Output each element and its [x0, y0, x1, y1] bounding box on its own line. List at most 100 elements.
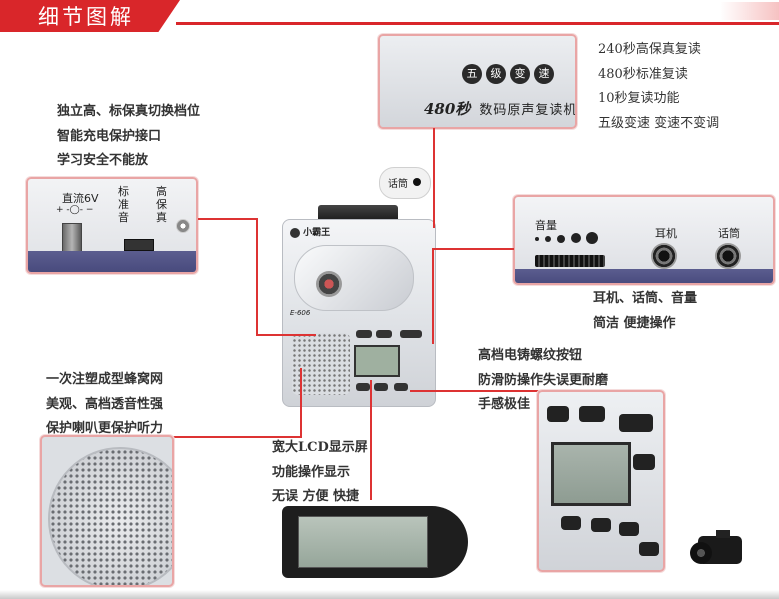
detail-button[interactable]: [633, 454, 655, 470]
mode-char: 真: [156, 211, 167, 224]
callout-line: 五级变速 变速不变调: [598, 115, 720, 131]
slogan-number: 480秒: [424, 100, 471, 118]
callout-jack-features: 耳机、话筒、音量 简洁 便捷操作: [593, 287, 697, 336]
volume-level-dot: [545, 236, 551, 242]
connector-line: [172, 436, 302, 438]
jack-detail-box: 音量 耳机 话筒: [513, 195, 775, 285]
slogan: 480秒 数码原声复读机: [424, 98, 577, 119]
header-glow: [720, 2, 779, 20]
callout-line: 宽大LCD显示屏: [272, 440, 368, 455]
device-button[interactable]: [394, 383, 408, 391]
headphone-jack-icon: [651, 243, 677, 269]
callout-button-features: 高档电铸螺纹按钮 防滑防操作失误更耐磨 手感极佳: [478, 344, 608, 418]
connector-line: [300, 368, 302, 438]
brand-mark-icon: [290, 227, 300, 238]
detail-button[interactable]: [561, 516, 581, 530]
footer-strip: [0, 590, 779, 599]
device-button[interactable]: [376, 330, 392, 338]
headphone-label: 耳机: [655, 227, 677, 240]
device-model: E-606: [290, 309, 311, 317]
detail-lcd: [551, 442, 631, 506]
callout-line: 学习安全不能放: [57, 153, 149, 168]
polarity-label: + -◯- −: [56, 205, 94, 215]
camera-lens: [690, 542, 712, 564]
callout-line: 保护喇叭更保护听力: [46, 421, 164, 436]
detail-button[interactable]: [619, 414, 653, 432]
mode-hifi-label: 高 保 真: [156, 185, 168, 224]
callout-speaker-features: 一次注塑成型蜂窝网 美观、高档透音性强 保护喇叭更保护听力: [46, 368, 163, 442]
callout-line: 功能操作显示: [272, 464, 351, 480]
volume-label: 音量: [535, 219, 557, 232]
detail-button[interactable]: [639, 542, 659, 556]
cassette-window: [294, 245, 414, 311]
callout-line: 智能充电保护接口: [57, 128, 162, 144]
volume-level-dot: [571, 233, 581, 243]
callout-lcd-features: 宽大LCD显示屏 功能操作显示 无误 方便 快捷: [272, 436, 368, 510]
detail-button[interactable]: [547, 406, 569, 422]
volume-level-dot: [557, 235, 565, 243]
callout-line: 无误 方便 快捷: [272, 489, 360, 504]
callout-line: 10秒复读功能: [598, 91, 680, 106]
connector-line: [256, 334, 316, 336]
screw-icon: [176, 219, 190, 233]
camera-icon: [690, 528, 750, 572]
mode-char: 保: [156, 198, 167, 211]
callout-recording-features: 240秒高保真复读 480秒标准复读 10秒复读功能 五级变速 变速不变调: [598, 38, 719, 136]
page-title: 细节图解: [38, 5, 134, 29]
badge-char: 五: [462, 64, 482, 84]
callout-line: 简洁 便捷操作: [593, 315, 676, 331]
mic-jack-label: 话筒: [718, 227, 740, 240]
label-detail-box: 五 级 变 速 480秒 数码原声复读机: [378, 34, 577, 129]
callout-line: 美观、高档透音性强: [46, 396, 164, 412]
detail-button[interactable]: [579, 406, 605, 422]
callout-line: 独立高、标保真切换档位: [57, 104, 201, 119]
mode-standard-label: 标 准 音: [118, 185, 130, 224]
volume-wheel[interactable]: [535, 255, 605, 267]
mode-char: 音: [118, 211, 129, 224]
buttons-detail-box: [537, 390, 665, 572]
callout-line: 一次注塑成型蜂窝网: [46, 372, 164, 387]
mode-char: 准: [118, 198, 129, 211]
reel-icon: [316, 271, 342, 297]
power-panel-base: [28, 251, 196, 272]
header-bar: 细节图解: [0, 0, 779, 32]
slogan-text: 数码原声复读机: [479, 103, 577, 118]
connector-line: [433, 128, 435, 228]
mode-switch[interactable]: [124, 239, 154, 251]
header-rule: [176, 22, 779, 25]
callout-line: 手感极佳: [478, 397, 531, 412]
callout-line: 480秒标准复读: [598, 66, 688, 82]
connector-line: [370, 380, 372, 500]
mic-hole-icon: [413, 178, 421, 186]
power-label: 直流6V: [62, 192, 99, 205]
lcd-detail-screen: [298, 516, 428, 568]
lcd-screen: [354, 345, 400, 377]
device-button[interactable]: [374, 383, 388, 391]
badge-char: 变: [510, 64, 530, 84]
connector-line: [410, 390, 540, 392]
badge-char: 级: [486, 64, 506, 84]
speed-badge: 五 级 变 速: [462, 64, 554, 84]
callout-line: 240秒高保真复读: [598, 42, 701, 57]
mode-char: 高: [156, 185, 167, 198]
callout-line: 防滑防操作失误更耐磨: [478, 372, 609, 388]
jack-panel-base: [515, 269, 773, 283]
device-button[interactable]: [356, 383, 370, 391]
lcd-detail: [282, 506, 468, 578]
mic-jack-icon: [715, 243, 741, 269]
mode-char: 标: [118, 185, 129, 198]
power-detail-box: 直流6V + -◯- − 标 准 音 高 保 真: [26, 177, 198, 274]
connector-line: [432, 248, 514, 250]
header-tab: [0, 0, 180, 32]
badge-char: 速: [534, 64, 554, 84]
callout-line: 耳机、话筒、音量: [593, 291, 698, 306]
device-button[interactable]: [400, 330, 422, 338]
device-button[interactable]: [356, 330, 372, 338]
detail-button[interactable]: [591, 518, 611, 532]
detail-button[interactable]: [619, 522, 639, 536]
connector-line: [256, 218, 258, 336]
callout-switch-features: 独立高、标保真切换档位 智能充电保护接口 学习安全不能放: [57, 100, 200, 174]
brand-logo: 小霸王: [290, 225, 350, 239]
speaker-mesh: [48, 447, 172, 585]
mic-label-callout: 话筒: [379, 167, 431, 199]
